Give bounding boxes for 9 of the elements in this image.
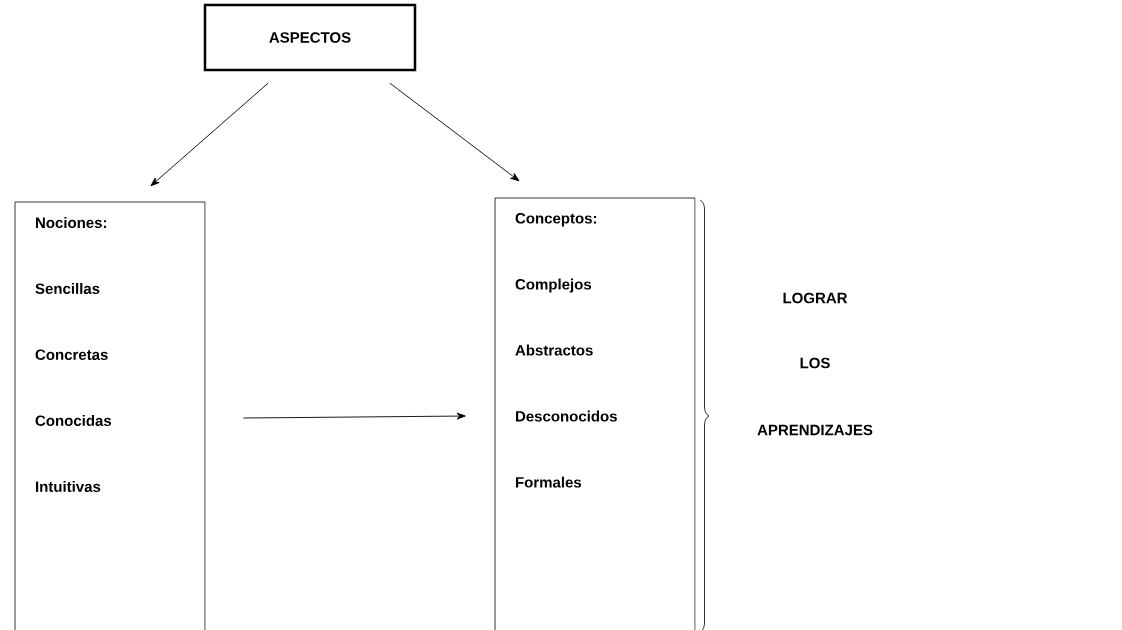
label-text: LOGRAR bbox=[783, 292, 848, 304]
title-box: ASPECTOS bbox=[203, 3, 417, 72]
label-text: LOS bbox=[800, 357, 830, 369]
list-box: Conceptos: Complejos Abstractos Desconocidos Formales bbox=[494, 197, 696, 630]
list-box: Nociones: Sencillas Concretas Conocidas Intuitivas bbox=[14, 201, 206, 630]
arrow bbox=[389, 82, 520, 182]
arrow bbox=[242, 412, 466, 420]
label-text: APRENDIZAJES bbox=[757, 424, 873, 436]
arrow bbox=[150, 82, 269, 187]
